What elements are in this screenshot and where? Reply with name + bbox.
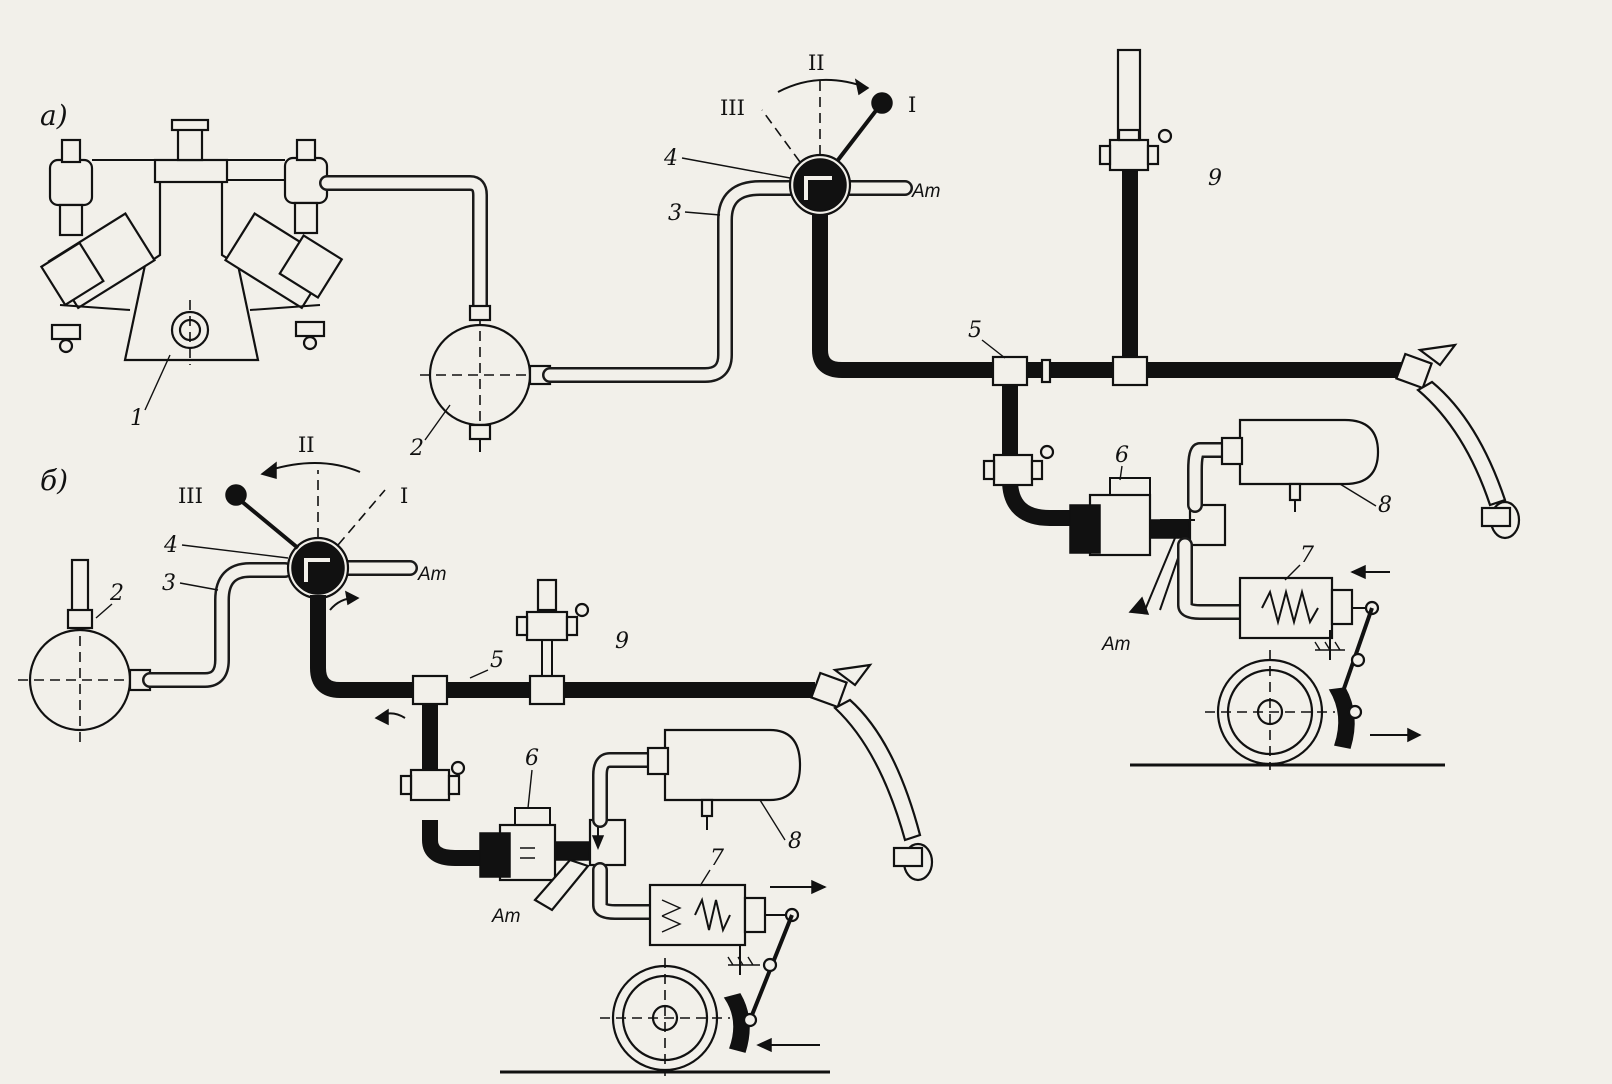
atm-label-b: Ат bbox=[417, 564, 447, 585]
label-8-a: 8 bbox=[1378, 493, 1392, 518]
drivers-valve-4-b bbox=[225, 461, 418, 611]
wheel-a bbox=[1130, 650, 1445, 770]
atm-label-a: Ат bbox=[911, 181, 941, 202]
atm-label-a2: Ат bbox=[1101, 634, 1131, 655]
label-4-b: 4 bbox=[163, 533, 178, 558]
air-distributor-6-a bbox=[1069, 477, 1227, 615]
label-2-b: 2 bbox=[109, 581, 124, 606]
brake-cylinder-7-a bbox=[1238, 564, 1390, 701]
label-2-a: 2 bbox=[409, 436, 424, 461]
section-a bbox=[39, 48, 1521, 770]
label-7-b: 7 bbox=[710, 846, 724, 871]
main-reservoir-2-b bbox=[18, 558, 152, 745]
label-3-a: 3 bbox=[668, 201, 682, 226]
label-5-b: 5 bbox=[490, 648, 504, 673]
aux-reservoir-8-a bbox=[1220, 418, 1380, 512]
aux-reservoir-8-b bbox=[646, 728, 802, 830]
roman-III-b: III bbox=[178, 484, 203, 508]
air-distributor-6-b bbox=[479, 807, 627, 912]
cock-9-b bbox=[515, 602, 590, 642]
drivers-valve-4 bbox=[761, 78, 913, 217]
roman-II-a: II bbox=[808, 51, 825, 75]
label-9-a: 9 bbox=[1208, 166, 1222, 191]
brake-cylinder-7-b bbox=[648, 879, 827, 1021]
label-1: 1 bbox=[130, 406, 144, 431]
label-3-b: 3 bbox=[162, 571, 176, 596]
label-7-a: 7 bbox=[1300, 543, 1314, 568]
roman-I-a: I bbox=[908, 93, 916, 117]
wheel-b bbox=[500, 958, 830, 1076]
roman-I-b: I bbox=[400, 484, 408, 508]
section-label-a: а) bbox=[40, 99, 68, 132]
tee-5-a bbox=[991, 355, 1029, 387]
main-reservoir-2 bbox=[420, 304, 552, 452]
roman-III-a: III bbox=[720, 96, 745, 120]
roman-II-b: II bbox=[298, 433, 315, 457]
label-6-b: 6 bbox=[525, 746, 539, 771]
cock-9-a bbox=[1098, 128, 1173, 172]
label-6-a: 6 bbox=[1115, 443, 1129, 468]
section-b bbox=[18, 461, 934, 1076]
label-8-b: 8 bbox=[788, 829, 802, 854]
atm-label-b2: Ат bbox=[491, 906, 521, 927]
label-4-a: 4 bbox=[663, 146, 678, 171]
label-5-a: 5 bbox=[968, 318, 982, 343]
label-9-b: 9 bbox=[615, 629, 629, 654]
section-label-b: б) bbox=[40, 464, 68, 497]
compressor-1 bbox=[39, 118, 344, 365]
